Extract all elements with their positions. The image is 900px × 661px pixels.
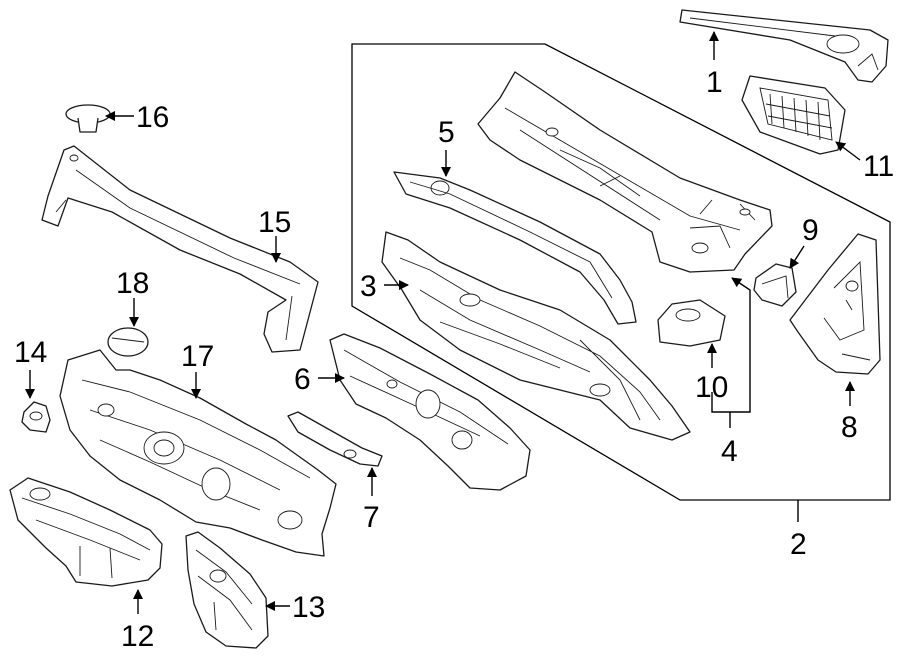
part-14-push-clip xyxy=(21,401,51,433)
part-11-vent-grille xyxy=(741,75,846,155)
part-15-cross-bar xyxy=(41,145,319,353)
callout-2: 2 xyxy=(790,528,807,561)
part-13-insulator-right xyxy=(185,531,269,649)
callout-3: 3 xyxy=(360,270,377,303)
part-16-clip xyxy=(65,104,111,133)
assembly-frame xyxy=(351,43,891,501)
part-7-bracket xyxy=(287,411,383,467)
callout-8: 8 xyxy=(841,411,858,444)
part-6-dash-silencer xyxy=(329,333,531,491)
callout-10: 10 xyxy=(695,371,728,404)
leader-9 xyxy=(789,245,805,269)
callout-14: 14 xyxy=(14,336,47,369)
callout-15: 15 xyxy=(258,206,291,239)
callout-17: 17 xyxy=(181,340,214,373)
callout-12: 12 xyxy=(121,620,154,653)
part-8-side-bracket xyxy=(789,233,881,375)
callout-13: 13 xyxy=(292,591,325,624)
callout-7: 7 xyxy=(363,501,380,534)
part-18-plug xyxy=(107,327,149,357)
part-5-reinforcement xyxy=(393,171,637,325)
callout-9: 9 xyxy=(802,214,819,247)
callout-6: 6 xyxy=(294,363,311,396)
leader-11 xyxy=(835,141,861,161)
part-4-cowl-panel xyxy=(477,71,773,273)
part-12-insulator-left xyxy=(9,477,163,587)
part-9-bracket xyxy=(753,263,797,307)
callout-1: 1 xyxy=(706,66,723,99)
callout-18: 18 xyxy=(116,267,149,300)
part-10-insulator xyxy=(657,299,726,347)
callout-11: 11 xyxy=(863,150,894,183)
callout-4: 4 xyxy=(721,435,738,468)
callout-5: 5 xyxy=(438,116,455,149)
callout-16: 16 xyxy=(136,101,169,134)
part-17-dash-insulator xyxy=(59,349,337,557)
leader-4 xyxy=(711,277,751,413)
part-3-dash-reinforcement xyxy=(381,231,691,441)
part-1-cowl-upper-panel xyxy=(679,9,889,83)
